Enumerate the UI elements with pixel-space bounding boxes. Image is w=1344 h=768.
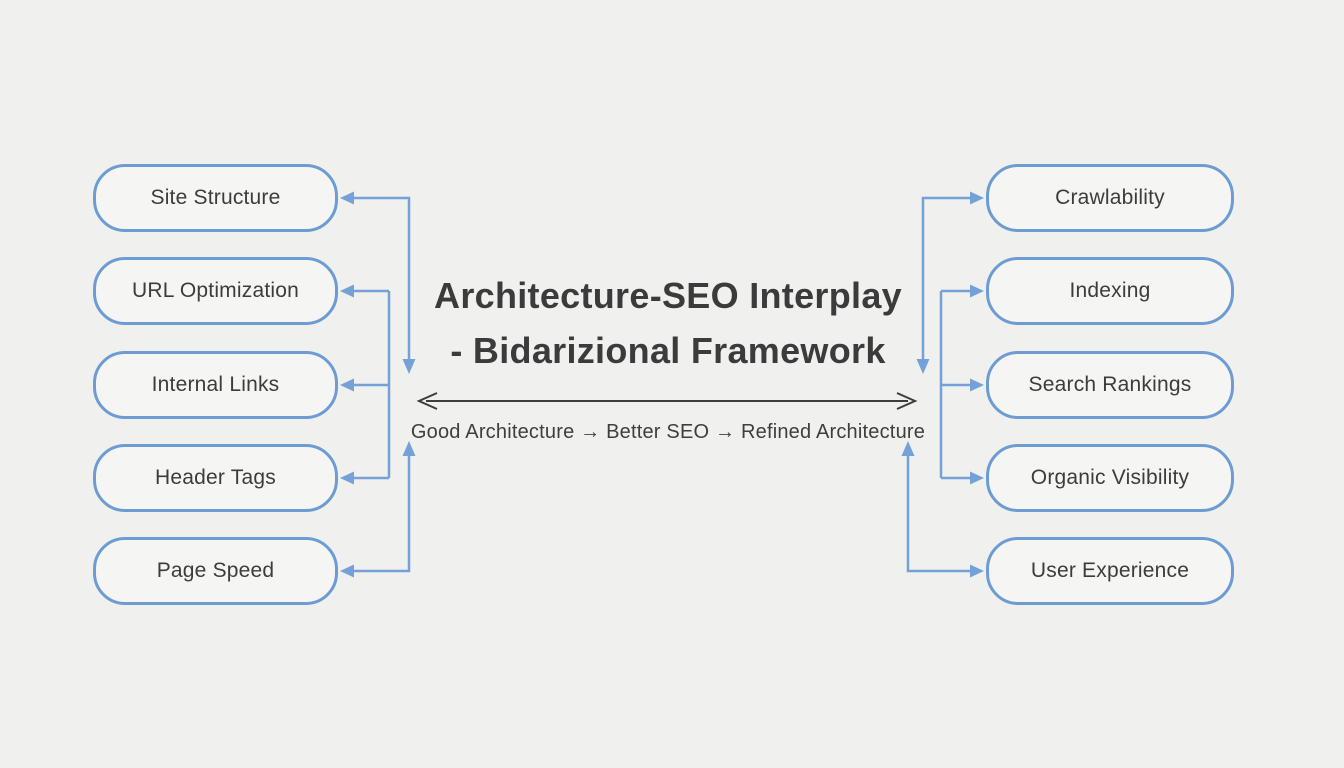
node-label: Crawlability [1055, 186, 1165, 209]
diagram-title-line1: Architecture-SEO Interplay [434, 275, 902, 316]
node-page-speed: Page Speed [93, 537, 338, 605]
node-header-tags: Header Tags [93, 444, 338, 512]
node-search-rankings: Search Rankings [986, 351, 1234, 419]
node-label: Page Speed [156, 559, 275, 582]
node-site-structure: Site Structure [93, 164, 338, 232]
node-label: Indexing [1069, 279, 1151, 302]
node-label: Search Rankings [1028, 373, 1192, 396]
node-label: User Experience [1030, 559, 1190, 582]
cycle-label: Good Architecture → Better SEO → Refined… [410, 421, 926, 443]
connector-right-user-experience [901, 441, 984, 578]
node-label: URL Optimization [132, 279, 299, 302]
connector-right-bus [939, 284, 984, 485]
connector-left-site-structure [340, 191, 416, 374]
node-internal-links: Internal Links [93, 351, 338, 419]
node-label: Site Structure [150, 186, 281, 209]
node-crawlability: Crawlability [986, 164, 1234, 232]
node-organic-visibility: Organic Visibility [986, 444, 1234, 512]
diagram-title-line2: - Bidarizional Framework [450, 330, 886, 371]
node-url-optimization: URL Optimization [93, 257, 338, 325]
node-indexing: Indexing [986, 257, 1234, 325]
connector-left-bus [340, 284, 391, 485]
node-label: Header Tags [155, 466, 276, 489]
node-label: Organic Visibility [1030, 466, 1190, 489]
connector-left-page-speed [340, 441, 416, 578]
diagram-title: Architecture-SEO Interplay - Bidariziona… [400, 268, 936, 378]
node-label: Internal Links [151, 373, 280, 396]
node-user-experience: User Experience [986, 537, 1234, 605]
connector-right-crawlability [916, 191, 984, 374]
center-bidirectional-arrow [416, 392, 918, 410]
